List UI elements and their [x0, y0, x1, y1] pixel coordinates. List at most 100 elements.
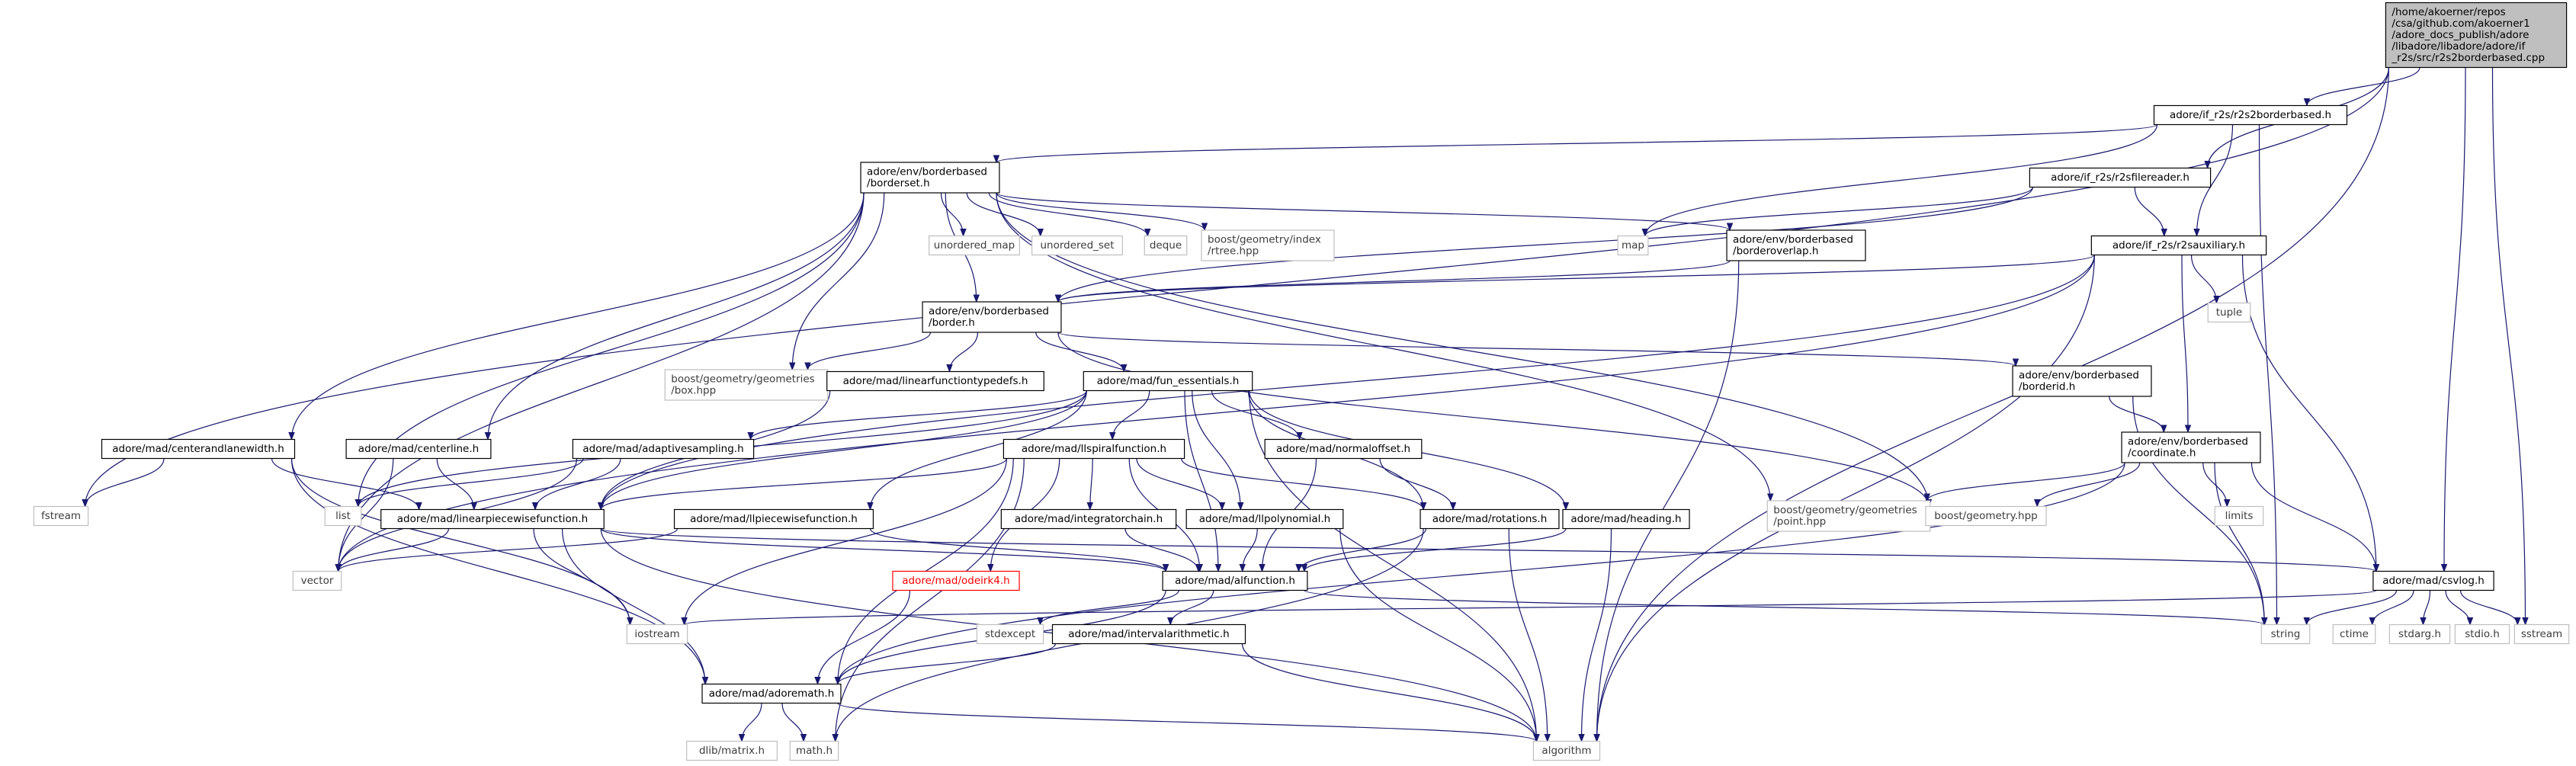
- node-r2s2bb[interactable]: adore/if_r2s/r2s2borderbased.h: [2153, 104, 2348, 126]
- edge-arrowhead: [598, 502, 605, 511]
- node-label: boost/geometry/geometries: [671, 373, 814, 386]
- edge-rotations-to-algorithm: [1508, 528, 1551, 742]
- node-label: /point.hpp: [1773, 516, 1826, 528]
- node-label: /home/akoerner/repos: [2392, 6, 2505, 18]
- edge-line: [2258, 124, 2278, 625]
- edge-line: [1057, 187, 2033, 303]
- edge-line: [338, 192, 865, 572]
- edge-arrowhead: [1037, 617, 1044, 626]
- edge-line: [1926, 462, 2125, 502]
- node-label: /borderoverlap.h: [1733, 245, 1818, 258]
- node-clw[interactable]: adore/mad/centerandlanewidth.h: [101, 438, 296, 460]
- node-linftypedefs[interactable]: adore/mad/linearfunctiontypedefs.h: [826, 370, 1044, 392]
- node-centerline[interactable]: adore/mad/centerline.h: [345, 438, 492, 460]
- node-odeint[interactable]: adore/mad/odeirk4.h: [892, 570, 1020, 591]
- edge-borderid-to-coordinate: [2109, 396, 2167, 434]
- node-label: adore/mad/fun_essentials.h: [1097, 375, 1240, 387]
- node-borderid[interactable]: adore/env/borderbased/borderid.h: [2012, 365, 2152, 397]
- edge-heading-to-algorithm: [1578, 528, 1612, 742]
- node-label: vector: [301, 575, 334, 587]
- node-box: [1562, 508, 1690, 530]
- node-label: /coordinate.h: [2128, 447, 2196, 460]
- edge-adoremath-to-math: [781, 703, 807, 742]
- edge-line: [1169, 590, 1214, 625]
- node-adaptive[interactable]: adore/mad/adaptivesampling.h: [572, 438, 755, 460]
- node-label: adore/if_r2s/r2sfilereader.h: [2051, 171, 2189, 184]
- edge-r2saux-to-tuple: [2190, 255, 2220, 304]
- node-normaloffset[interactable]: adore/mad/normaloffset.h: [1264, 438, 1423, 460]
- edge-line: [85, 458, 165, 507]
- edge-line: [996, 192, 1731, 231]
- node-borderoverlap[interactable]: adore/env/borderbased/borderoverlap.h: [1726, 229, 1866, 261]
- edge-border-to-borderid: [1057, 332, 2019, 367]
- node-adoremath[interactable]: adore/mad/adoremath.h: [701, 683, 842, 704]
- edge-line: [1035, 332, 1124, 372]
- node-rotations[interactable]: adore/mad/rotations.h: [1420, 508, 1560, 530]
- node-coordinate[interactable]: adore/env/borderbased/coordinate.h: [2121, 431, 2261, 463]
- edge-line: [271, 458, 420, 510]
- node-tuple: tuple: [2207, 302, 2251, 323]
- edge-line: [996, 192, 1205, 231]
- edges-layer: [82, 67, 2529, 742]
- edge-arrowhead: [415, 502, 422, 511]
- edge-line: [1136, 458, 1223, 510]
- edge-line: [837, 702, 1538, 742]
- node-funess[interactable]: adore/mad/fun_essentials.h: [1083, 370, 1253, 392]
- edge-r2saux-to-border: [1054, 254, 2095, 303]
- edge-funess-to-normaloffset: [1211, 390, 1303, 441]
- edge-r2s2bb-to-string: [2258, 124, 2280, 626]
- node-integrator[interactable]: adore/mad/integratorchain.h: [1000, 508, 1177, 530]
- node-box: [701, 683, 842, 704]
- node-label: adore/mad/adoremath.h: [709, 687, 835, 700]
- node-r2saux[interactable]: adore/if_r2s/r2sauxiliary.h: [2090, 235, 2267, 256]
- node-map: map: [1617, 235, 1649, 256]
- node-label: stdexcept: [985, 628, 1035, 640]
- edge-line: [1124, 528, 1199, 572]
- node-box: [2513, 623, 2570, 645]
- node-heading[interactable]: adore/mad/heading.h: [1562, 508, 1690, 530]
- node-root[interactable]: /home/akoerner/repos/csa/github.com/akoe…: [2385, 2, 2568, 69]
- edge-arrowhead: [738, 734, 746, 742]
- edge-arrowhead: [993, 155, 1000, 164]
- node-csvlog[interactable]: adore/mad/csvlog.h: [2372, 570, 2494, 591]
- edge-borderoverlap-to-border: [1054, 260, 1731, 303]
- edge-arrowhead: [804, 362, 811, 371]
- node-stdarg: stdarg.h: [2388, 623, 2451, 645]
- node-borderset[interactable]: adore/env/borderbased/borderset.h: [860, 162, 1000, 194]
- node-llpw[interactable]: adore/mad/llpiecewisefunction.h: [673, 508, 874, 530]
- node-rtree: boost/geometry/index/rtree.hpp: [1201, 229, 1335, 261]
- edge-arrowhead: [1195, 564, 1202, 572]
- node-label: adore/mad/linearfunctiontypedefs.h: [843, 375, 1028, 387]
- node-label: adore/env/borderbased: [2128, 436, 2248, 448]
- edge-filereader-to-map: [1641, 187, 2033, 237]
- edge-arrowhead: [1726, 223, 1734, 232]
- edge-clw-to-adoremath: [290, 458, 709, 685]
- node-label: map: [1622, 239, 1644, 252]
- node-border[interactable]: adore/env/borderbased/border.h: [922, 301, 1062, 333]
- node-label: adore/env/borderbased: [1733, 234, 1853, 246]
- node-box: [1420, 508, 1560, 530]
- node-interval[interactable]: adore/mad/intervalarithmetic.h: [1051, 623, 1246, 645]
- edge-line: [1241, 643, 1538, 742]
- node-llpoly[interactable]: adore/mad/llpolynomial.h: [1185, 508, 1344, 530]
- edge-llpw-to-vector: [335, 528, 678, 572]
- node-label: _r2s/src/r2s2borderbased.cpp: [2391, 52, 2545, 64]
- edge-line: [2036, 462, 2141, 507]
- edge-line: [1644, 187, 2033, 236]
- edge-arrowhead: [2204, 161, 2211, 169]
- edge-arrowhead: [2466, 617, 2474, 626]
- edge-arrowhead: [2193, 229, 2200, 237]
- node-alfunction[interactable]: adore/mad/alfunction.h: [1162, 570, 1308, 591]
- node-filereader[interactable]: adore/if_r2s/r2sfilereader.h: [2029, 167, 2212, 188]
- edge-line: [600, 255, 2095, 510]
- edge-funess-to-adaptive: [747, 390, 1087, 441]
- node-label: adore/env/borderbased: [2019, 370, 2139, 382]
- node-linpw[interactable]: adore/mad/linearpiecewisefunction.h: [380, 508, 605, 530]
- edge-borderset-to-clw: [288, 192, 865, 441]
- node-llspiral[interactable]: adore/mad/llspiralfunction.h: [1002, 438, 1185, 460]
- edge-funess-to-llspiral: [1109, 390, 1150, 441]
- node-box: [789, 740, 839, 761]
- node-label: math.h: [796, 745, 832, 757]
- edge-line: [2491, 67, 2526, 625]
- node-umap: unordered_map: [929, 235, 1020, 256]
